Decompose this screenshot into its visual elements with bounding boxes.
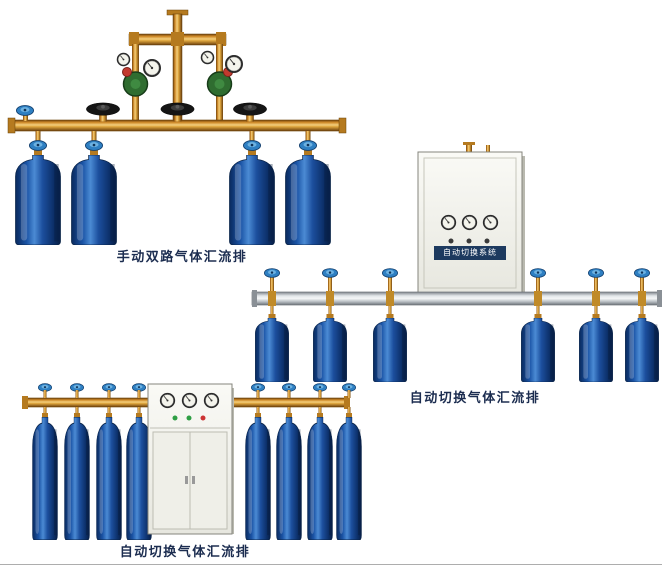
cylinder-station — [125, 383, 153, 540]
cylinder-station — [71, 131, 117, 245]
black-valve-icon — [160, 102, 195, 122]
blue-handwheel-icon — [530, 268, 546, 278]
cabinet-door — [189, 431, 228, 530]
pressure-regulator-right — [200, 50, 244, 122]
gas-cylinder — [31, 417, 59, 540]
pressure-gauge — [181, 392, 198, 409]
auto-switch-manifold-figure-2 — [18, 380, 363, 548]
pressure-gauge — [159, 392, 176, 409]
auto-switch-manifold-figure — [251, 142, 662, 388]
center-riser — [128, 9, 227, 123]
blue-handwheel-icon — [634, 268, 650, 278]
cylinder-station — [63, 383, 91, 540]
cylinder-station — [31, 383, 59, 540]
cabinet-door — [152, 431, 191, 530]
manual-dual-manifold-figure — [7, 9, 348, 248]
pressure-regulator-left — [116, 52, 162, 122]
figure-caption: 手动双路气体汇流排 — [116, 249, 248, 264]
black-valve-icon — [85, 102, 121, 122]
regulator-knob — [122, 67, 132, 77]
gas-cylinder — [95, 417, 123, 540]
control-cabinet — [417, 142, 525, 295]
cylinder-station — [624, 268, 660, 382]
gas-cylinder — [306, 417, 334, 540]
blue-handwheel-icon — [16, 105, 34, 116]
gas-cylinder — [244, 417, 272, 540]
pressure-gauge — [224, 54, 244, 74]
cylinder-station — [578, 268, 614, 382]
gas-cylinder — [335, 417, 363, 540]
pressure-gauge — [482, 214, 499, 231]
black-valve-icon — [232, 102, 268, 122]
gas-cylinder — [373, 318, 407, 382]
cylinder-station — [275, 383, 303, 540]
blue-handwheel-icon — [588, 268, 604, 278]
cylinder-station — [229, 131, 275, 245]
indicator-light — [448, 238, 454, 244]
pressure-gauge — [203, 392, 220, 409]
cylinder-station — [244, 383, 272, 540]
manifold-rail — [251, 290, 662, 307]
pressure-gauge — [142, 58, 162, 78]
indicator-light — [200, 415, 206, 421]
gas-cylinder — [63, 417, 91, 540]
blue-handwheel-icon — [382, 268, 398, 278]
pressure-gauge — [461, 214, 478, 231]
gas-cylinder — [313, 318, 347, 382]
cylinder-station — [373, 268, 407, 382]
pressure-gauge — [440, 214, 457, 231]
gas-cylinder — [275, 417, 303, 540]
gas-cylinder — [254, 318, 289, 382]
cylinder-station — [15, 131, 61, 245]
cylinder-station — [95, 383, 123, 540]
cylinder-station — [285, 131, 331, 245]
gas-cylinder — [578, 318, 614, 382]
cylinder-station — [254, 268, 289, 382]
control-cabinet — [147, 383, 234, 535]
blue-handwheel-icon — [264, 268, 280, 278]
door-handle — [192, 476, 195, 484]
figure-caption: 自动切换气体汇流排 — [119, 544, 251, 559]
indicator-light — [466, 238, 472, 244]
page-bottom-rule — [0, 564, 662, 565]
gas-cylinder — [15, 155, 61, 245]
blue-handwheel-icon — [29, 140, 47, 151]
cylinder-station — [520, 268, 556, 382]
figure-caption: 自动切换气体汇流排 — [409, 390, 541, 405]
gas-cylinder — [71, 155, 117, 245]
pressure-gauge — [200, 50, 215, 65]
door-handle — [185, 476, 188, 484]
blue-handwheel-icon — [85, 140, 103, 151]
gas-cylinder — [520, 318, 556, 382]
cylinder-station — [313, 268, 347, 382]
gas-cylinder — [624, 318, 660, 382]
cabinet-label-plate: 自动切换系统 — [434, 246, 506, 260]
indicator-light — [186, 415, 192, 421]
cylinder-station — [335, 383, 363, 540]
indicator-light — [484, 238, 490, 244]
blue-handwheel-icon — [322, 268, 338, 278]
pressure-gauge — [116, 52, 131, 67]
indicator-light — [172, 415, 178, 421]
cylinder-station — [306, 383, 334, 540]
shutoff-valve-handles — [16, 102, 268, 122]
